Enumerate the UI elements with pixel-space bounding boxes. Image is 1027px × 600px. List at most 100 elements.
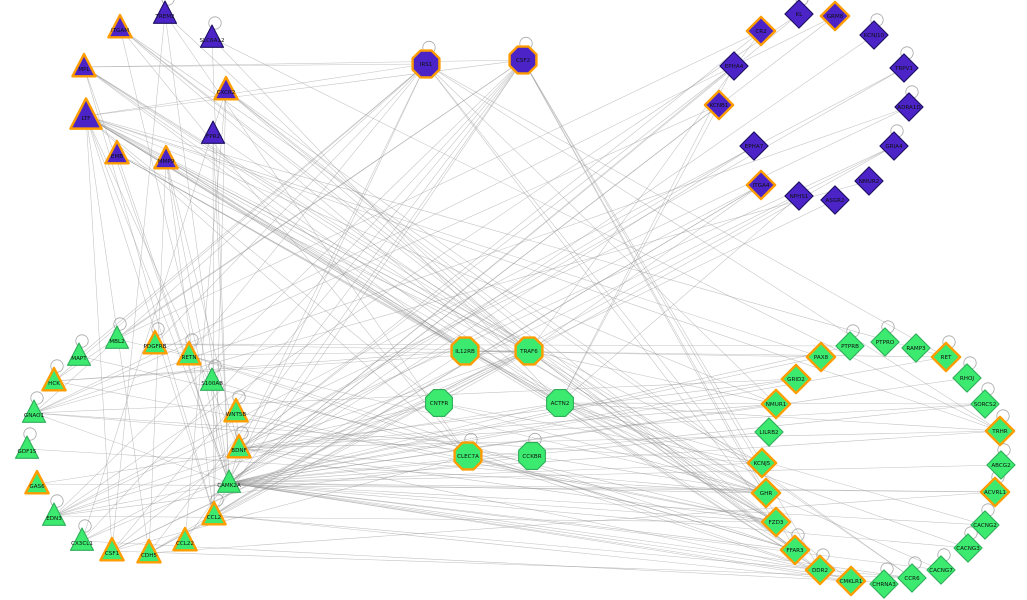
node-IL12RB[interactable]: IL12RB: [450, 336, 480, 366]
node-MBL2[interactable]: MBL2: [104, 325, 130, 349]
edge: [116, 153, 230, 484]
node-CNTFR[interactable]: CNTFR: [425, 389, 453, 417]
node-NMUR2[interactable]: NMUR2: [854, 166, 884, 196]
edge: [81, 59, 524, 542]
edge: [228, 482, 913, 579]
edge: [238, 403, 777, 449]
node-HCK[interactable]: HCK: [41, 366, 67, 392]
node-shape-triangle: [21, 399, 47, 423]
node-shape-triangle: [142, 329, 168, 355]
node-GRM8[interactable]: GRM8: [819, 0, 851, 32]
node-CHRNA3[interactable]: CHRNA3: [869, 569, 899, 599]
node-WNT5B[interactable]: WNT5B: [223, 397, 249, 423]
node-CCR6[interactable]: CCR6: [897, 563, 927, 593]
edge: [119, 27, 913, 579]
node-PAX8[interactable]: PAX8: [805, 341, 837, 373]
node-LILRB2[interactable]: LILRB2: [754, 417, 784, 447]
node-CR2[interactable]: CR2: [745, 15, 777, 47]
node-PTPRO[interactable]: PTPRO: [870, 327, 900, 357]
edge: [85, 115, 822, 358]
node-GRIA4[interactable]: GRIA4: [879, 131, 909, 161]
edge: [228, 482, 942, 571]
edge: [211, 37, 561, 404]
edge: [228, 482, 777, 523]
node-shape-diamond: [984, 415, 1016, 447]
node-MPL[interactable]: MPL: [71, 52, 97, 78]
node-GNAO1[interactable]: GNAO1: [21, 399, 47, 423]
node-CSF2[interactable]: CSF2: [508, 45, 538, 75]
edge: [228, 104, 720, 484]
node-TRAF6[interactable]: TRAF6: [514, 336, 544, 366]
edge: [33, 378, 797, 414]
node-FFAR3[interactable]: FFAR3: [779, 534, 811, 566]
edge: [33, 104, 720, 414]
node-ACVRL1[interactable]: ACVRL1: [979, 476, 1011, 508]
node-shape-diamond: [779, 534, 811, 566]
edge: [425, 63, 767, 494]
node-LTF[interactable]: LTF: [69, 97, 103, 130]
node-CCKBR[interactable]: CCKBR: [518, 442, 546, 470]
edge: [425, 63, 1001, 432]
node-RAMP3[interactable]: RAMP3: [901, 333, 931, 363]
node-CXCR2[interactable]: CXCR2: [213, 75, 239, 101]
node-shape-diamond: [804, 554, 836, 586]
node-SORCS2[interactable]: SORCS2: [970, 389, 1000, 419]
node-TRHR[interactable]: TRHR: [984, 415, 1016, 447]
edge: [53, 350, 530, 517]
node-shape-diamond: [953, 533, 983, 563]
node-shape-triangle: [199, 367, 225, 391]
node-ADRA1D[interactable]: ADRA1D: [894, 92, 924, 122]
node-GAS6[interactable]: GAS6: [24, 469, 50, 495]
edge: [33, 412, 533, 457]
edge: [228, 356, 947, 484]
node-KCNB1[interactable]: KCNB1: [703, 89, 735, 121]
edge: [238, 65, 735, 449]
node-RHOJ[interactable]: RHOJ: [952, 363, 982, 393]
node-CCL22[interactable]: CCL22: [172, 526, 198, 552]
node-TREM2[interactable]: TREM2: [152, 0, 178, 24]
self-loop-edge: [78, 519, 92, 533]
node-GDF15[interactable]: GDF15: [14, 435, 40, 459]
node-PDGFRB[interactable]: PDGFRB: [142, 329, 168, 355]
node-SLC6A12[interactable]: SLC6A12: [199, 24, 225, 48]
node-shape-diamond: [784, 0, 814, 29]
node-MAPT[interactable]: MAPT: [66, 342, 92, 366]
node-shape-triangle: [172, 526, 198, 552]
node-RET[interactable]: RET: [930, 341, 962, 373]
edge: [228, 403, 986, 484]
node-ASGR2[interactable]: ASGR2: [820, 185, 850, 215]
node-CACNG7[interactable]: CACNG7: [926, 555, 956, 585]
edge: [238, 447, 767, 494]
edge: [154, 63, 427, 345]
node-NPHS1[interactable]: NPHS1: [784, 181, 814, 211]
edge: [119, 27, 561, 404]
edge: [228, 145, 895, 484]
edge: [116, 30, 762, 340]
node-TRPV1[interactable]: TRPV1: [889, 53, 919, 83]
node-ABCG2[interactable]: ABCG2: [986, 450, 1016, 480]
node-ACTN2[interactable]: ACTN2: [546, 389, 574, 417]
node-ITGAM[interactable]: ITGAM: [107, 13, 133, 39]
node-GRID2[interactable]: GRID2: [780, 363, 812, 395]
node-KL[interactable]: KL: [784, 0, 814, 29]
edge: [36, 483, 996, 493]
node-CACNG3[interactable]: CACNG3: [953, 533, 983, 563]
node-ITGA4[interactable]: ITGA4: [745, 169, 777, 201]
node-MMP9[interactable]: MMP9: [153, 144, 179, 170]
node-KCNJ10[interactable]: KCNJ10: [859, 20, 889, 50]
edge: [425, 63, 777, 523]
edge: [85, 115, 230, 484]
node-IRS1[interactable]: IRS1: [411, 49, 441, 79]
node-CLEC7A[interactable]: CLEC7A: [453, 441, 483, 471]
edge: [559, 195, 800, 404]
node-shape-diamond: [901, 333, 931, 363]
node-EDN3[interactable]: EDN3: [41, 502, 67, 526]
edge: [164, 13, 530, 352]
node-shape-triangle: [69, 527, 95, 551]
node-EPHA7[interactable]: EPHA7: [739, 131, 769, 161]
node-CX3CL1[interactable]: CX3CL1: [69, 527, 95, 551]
node-CACNG2[interactable]: CACNG2: [970, 510, 1000, 540]
node-shape-triangle: [14, 435, 40, 459]
